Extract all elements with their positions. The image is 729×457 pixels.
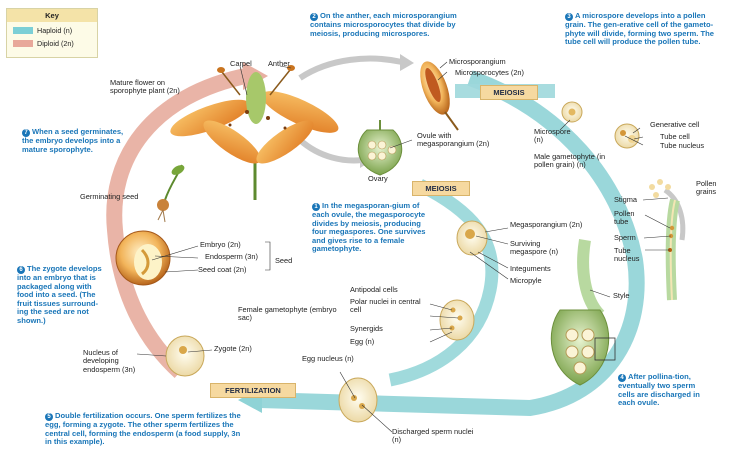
megasporangium-art xyxy=(457,221,487,255)
haploid-label: Haploid (n) xyxy=(37,26,72,35)
integuments-label: Integuments xyxy=(510,265,551,273)
microsporangium-label: Microsporangium xyxy=(449,58,506,66)
pollen-grain-art xyxy=(615,124,639,148)
pollen-grains-label: Pollen grains xyxy=(696,180,728,197)
gray-arrow-ovule xyxy=(300,140,362,160)
ovule-label: Ovule with megasporangium (2n) xyxy=(417,132,499,149)
step-7-body: When a seed germinates, the embryo devel… xyxy=(22,127,123,154)
fertilization-ovule-art xyxy=(339,378,377,422)
germinating-seed-art xyxy=(157,163,186,222)
generative-cell-label: Generative cell xyxy=(650,121,699,129)
megasporangium-label: Megasporangium (2n) xyxy=(510,221,590,229)
microspore-label: Microspore (n) xyxy=(534,128,574,145)
style-label: Style xyxy=(613,292,629,300)
gray-arrow-anther xyxy=(300,59,402,78)
zygote-art xyxy=(166,336,204,376)
zygote-label: Zygote (2n) xyxy=(214,345,252,353)
seed-coat-label: Seed coat (2n) xyxy=(198,266,246,274)
carpel-label: Carpel xyxy=(230,60,252,68)
embryo-label: Embryo (2n) xyxy=(200,241,241,249)
egg-label: Egg (n) xyxy=(350,338,374,346)
fertilization-banner: FERTILIZATION xyxy=(210,383,296,398)
tube-nucleus-top-label: Tube nucleus xyxy=(660,142,704,150)
haploid-swatch xyxy=(13,27,33,34)
step-3-body: A microspore develops into a pollen grai… xyxy=(565,11,714,46)
mature-flower-label: Mature flower on sporophyte plant (2n) xyxy=(110,79,196,96)
discharged-sperm-label: Discharged sperm nuclei (n) xyxy=(392,428,482,445)
micropyle-label: Micropyle xyxy=(510,277,542,285)
polar-nuclei-label: Polar nuclei in central cell xyxy=(350,298,430,315)
ovary-label: Ovary xyxy=(368,175,388,183)
step-4-body: After pollina-tion, eventually two sperm… xyxy=(618,372,700,407)
step-2-body: On the anther, each microsporangium cont… xyxy=(310,11,457,38)
sperm-label: Sperm xyxy=(614,234,636,242)
synergids-label: Synergids xyxy=(350,325,383,333)
key-title: Key xyxy=(7,9,97,22)
diploid-label: Diploid (2n) xyxy=(37,39,74,48)
meiosis-banner-top: MEIOSIS xyxy=(480,85,538,100)
female-gametophyte-label: Female gametophyte (embryo sac) xyxy=(238,306,348,323)
egg-nucleus-label: Egg nucleus (n) xyxy=(302,355,354,363)
seed-art xyxy=(116,231,170,285)
nucleus-developing-label: Nucleus of developing endosperm (3n) xyxy=(83,349,139,374)
stigma-label: Stigma xyxy=(614,196,637,204)
seed-label: Seed xyxy=(275,257,292,265)
meiosis-banner-mid: MEIOSIS xyxy=(412,181,470,196)
tube-nucleus-label: Tube nucleus xyxy=(614,247,646,264)
legend-key: Key Haploid (n) Diploid (2n) xyxy=(6,8,98,58)
microspore-art xyxy=(562,102,582,122)
pollen-tube-label: Pollen tube xyxy=(614,210,644,227)
diploid-swatch xyxy=(13,40,33,47)
surviving-megaspore-label: Surviving megaspore (n) xyxy=(510,240,564,257)
antipodal-label: Antipodal cells xyxy=(350,286,398,294)
male-gametophyte-label: Male gametophyte (in pollen grain) (n) xyxy=(534,153,618,170)
anther-label: Anther xyxy=(268,60,290,68)
microsporocytes-label: Microsporocytes (2n) xyxy=(455,69,524,77)
female-gametophyte-art xyxy=(440,300,474,340)
ovary-art xyxy=(358,120,401,175)
endosperm-label: Endosperm (3n) xyxy=(205,253,258,261)
step-5-body: Double fertilization occurs. One sperm f… xyxy=(45,411,241,446)
step-1-body: In the megasporan-gium of each ovule, th… xyxy=(312,201,426,253)
germinating-seed-label: Germinating seed xyxy=(80,193,140,201)
anther-art xyxy=(414,58,458,130)
step-6-body: The zygote develops into an embryo that … xyxy=(17,264,102,325)
